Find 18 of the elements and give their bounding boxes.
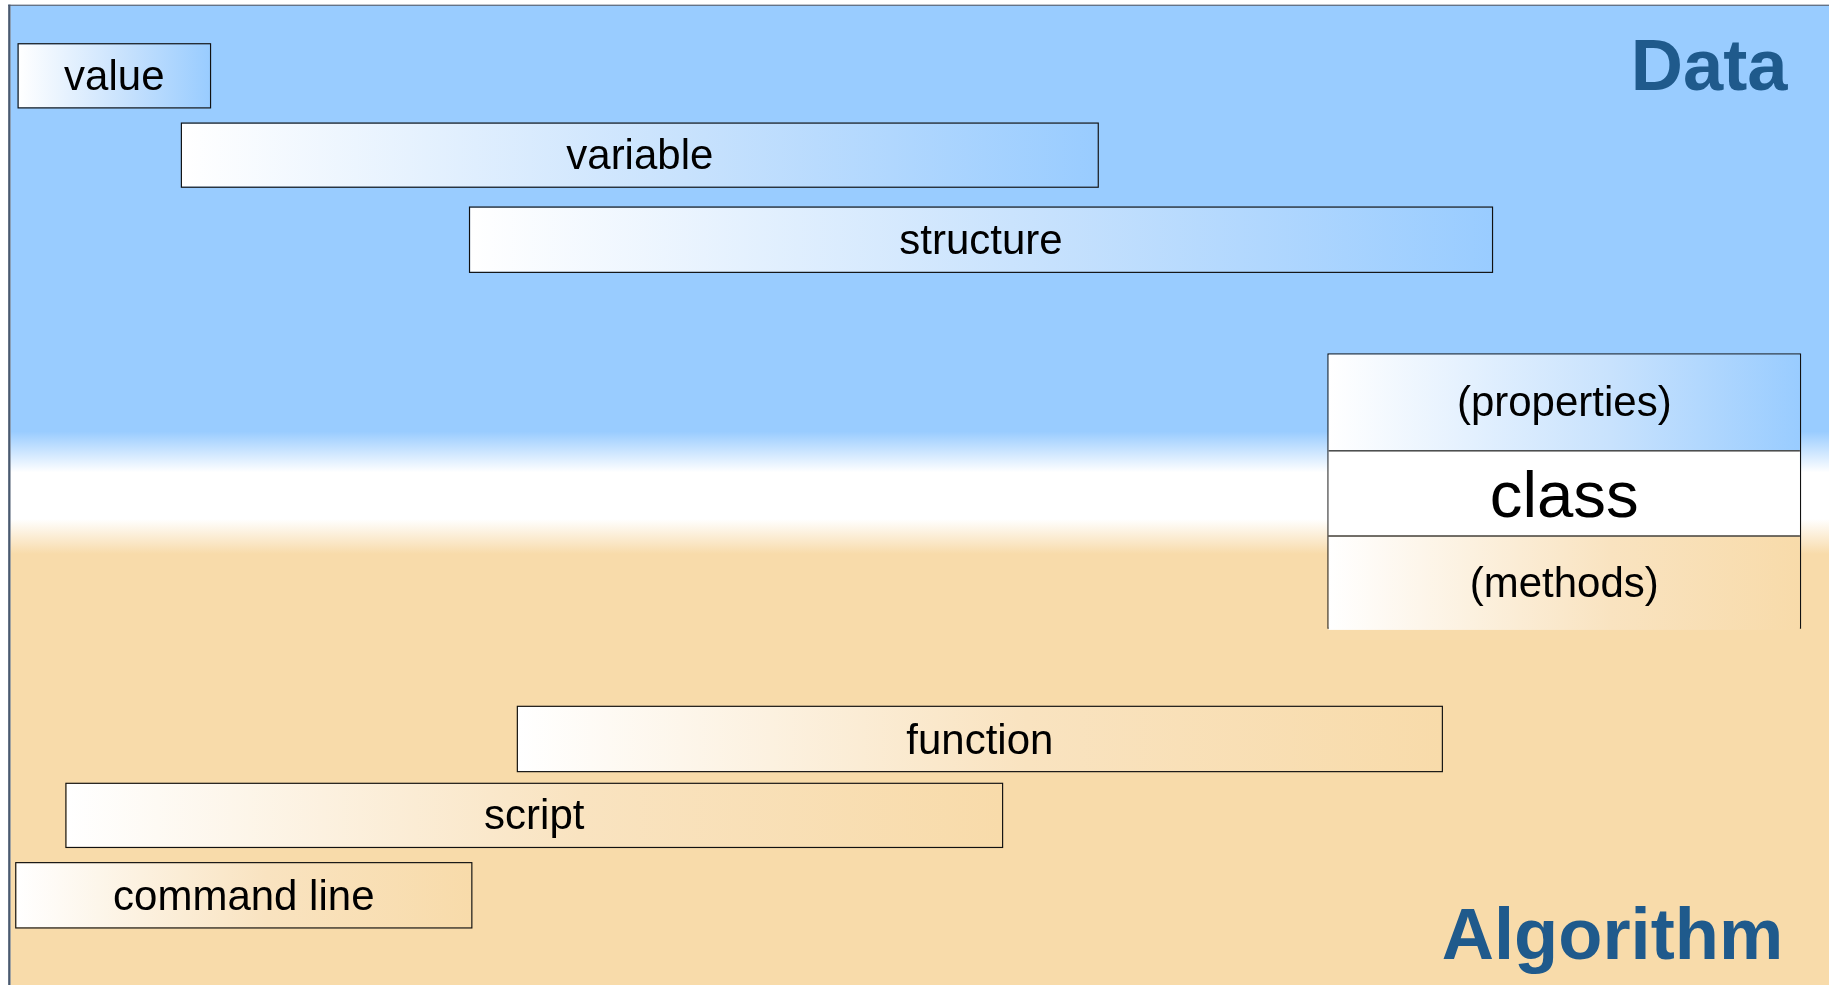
bar-label: function bbox=[906, 714, 1054, 764]
compartment-label: (methods) bbox=[1469, 558, 1659, 608]
bar-label: command line bbox=[113, 870, 375, 920]
class-box bbox=[1327, 353, 1802, 629]
bar bbox=[15, 862, 473, 929]
bar-label: variable bbox=[566, 130, 714, 180]
class-name: class bbox=[1489, 455, 1639, 532]
bar-label: script bbox=[484, 790, 585, 840]
bar-label: value bbox=[64, 51, 165, 101]
section-heading: Algorithm bbox=[1441, 892, 1784, 976]
bar bbox=[468, 206, 1494, 273]
compartment-label: (properties) bbox=[1456, 377, 1672, 427]
bar bbox=[516, 705, 1443, 773]
bar bbox=[65, 782, 1004, 849]
bar-label: structure bbox=[899, 215, 1063, 265]
bar bbox=[17, 43, 212, 109]
bar bbox=[180, 122, 1099, 188]
section-heading: Data bbox=[1630, 23, 1788, 107]
